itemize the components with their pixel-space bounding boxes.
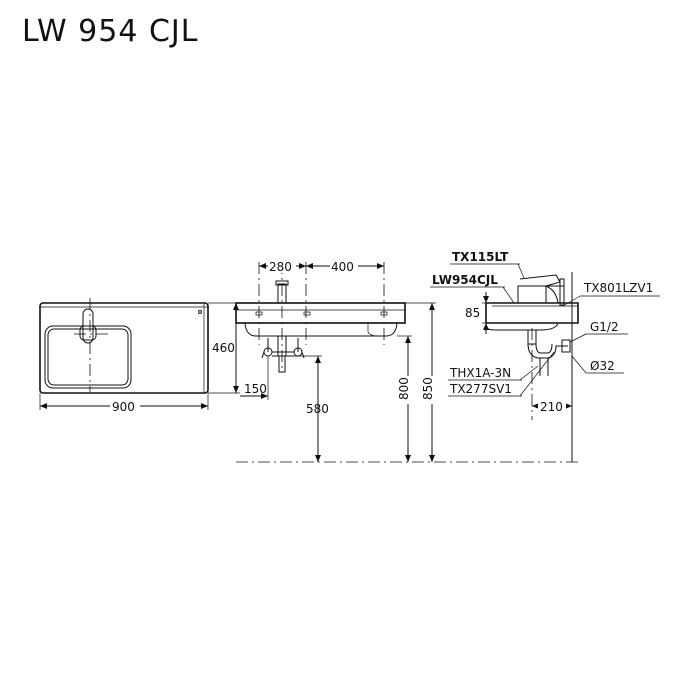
side-faucet-icon — [519, 274, 561, 303]
dim-850-label: 850 — [421, 377, 435, 400]
dim-400-label: 400 — [331, 260, 354, 274]
page-title: LW 954 CJL — [22, 14, 199, 49]
part-basin-label: LW954CJL — [432, 273, 498, 287]
overflow-hole-icon — [198, 310, 202, 314]
top-view-outline — [39, 302, 209, 394]
part-pipe-label: Ø32 — [590, 359, 615, 373]
dim-580-label: 580 — [306, 402, 329, 416]
part-thread-label: G1/2 — [590, 320, 619, 334]
dim-800-label: 800 — [397, 377, 411, 400]
basin-bowl — [44, 325, 132, 389]
part-valve-label: TX801LZV1 — [583, 281, 653, 295]
dim-85-label: 85 — [465, 306, 480, 320]
front-supply-pipes — [267, 338, 299, 352]
side-wall-line — [517, 285, 564, 303]
front-counter — [235, 302, 406, 324]
top-view: 460 900 — [39, 298, 240, 414]
front-drain-pipe — [277, 335, 287, 357]
side-stop-valve-icon — [561, 339, 571, 353]
basin-bowl-inner — [47, 328, 129, 386]
dim-210-label: 210 — [540, 400, 563, 414]
side-basin-underside — [485, 322, 559, 331]
part-stop-label: TX277SV1 — [449, 382, 512, 396]
dim-900-label: 900 — [112, 400, 135, 414]
side-view: 85 210 TX115LT LW954CJL TX801LZV1 G1/2 Ø… — [430, 250, 660, 462]
front-trap-icon — [278, 356, 286, 373]
side-tailpiece — [539, 358, 549, 376]
dim-150-label: 150 — [244, 382, 267, 396]
front-view: 280 400 150 580 800 850 — [235, 259, 436, 462]
dim-280-label: 280 — [269, 260, 292, 274]
faucet-base-icon — [79, 325, 97, 341]
part-trap-label: THX1A-3N — [449, 366, 511, 380]
dim-460-label: 460 — [212, 341, 235, 355]
part-faucet-label: TX115LT — [452, 250, 509, 264]
front-basin-underside — [244, 322, 398, 337]
